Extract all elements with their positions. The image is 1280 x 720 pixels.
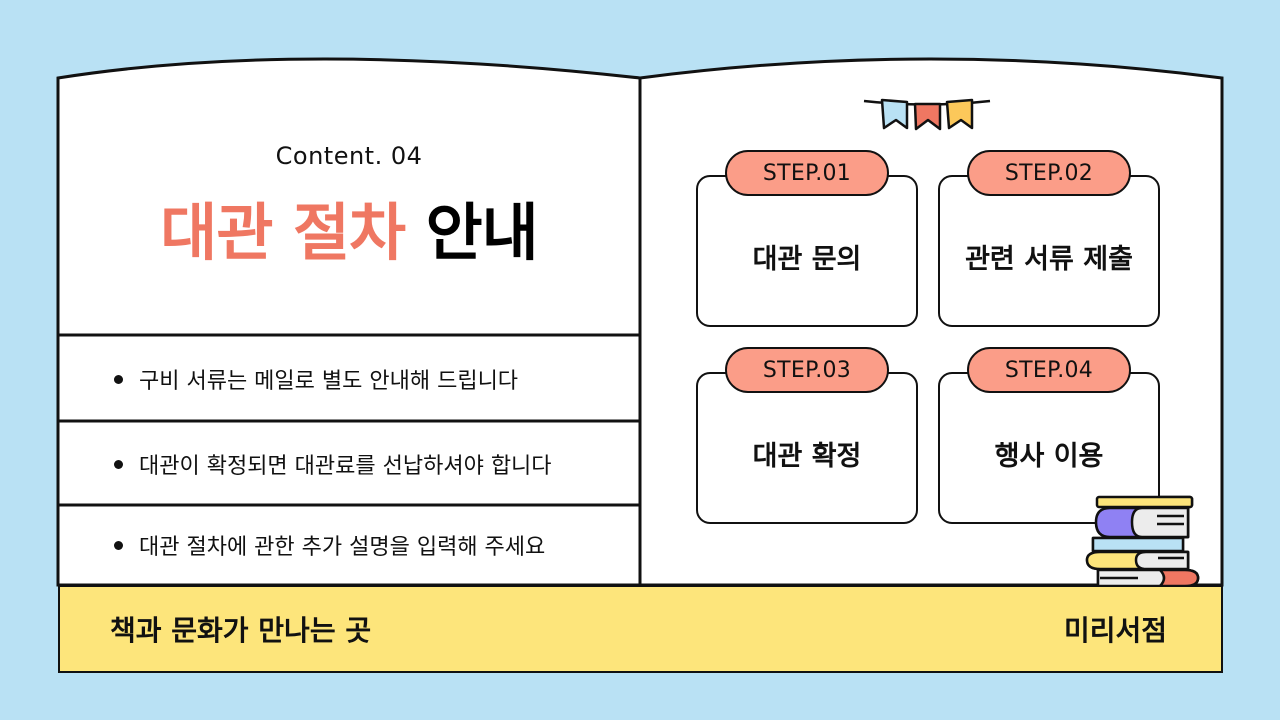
step-badge: STEP.03 [725, 347, 889, 393]
step-badge: STEP.04 [967, 347, 1131, 393]
step-text: 행사 이용 [994, 440, 1104, 472]
footer-bar: 책과 문화가 만나는 곳 미리서점 [58, 585, 1223, 673]
bullet-text: 대관이 확정되면 대관료를 선납하셔야 합니다 [139, 454, 552, 479]
step-card-2: 관련 서류 제출 [938, 175, 1160, 327]
bunting-flags-icon [863, 98, 991, 131]
bullet-icon [114, 540, 123, 550]
bullet-text: 구비 서류는 메일로 별도 안내해 드립니다 [139, 369, 519, 394]
step-text: 대관 문의 [752, 243, 862, 275]
content-label: Content. 04 [275, 142, 423, 170]
step-badge: STEP.02 [967, 150, 1131, 196]
step-card-4: 행사 이용 [938, 372, 1160, 524]
bullet-item: 대관 절차에 관한 추가 설명을 입력해 주세요 [58, 503, 640, 587]
footer-slogan: 책과 문화가 만나는 곳 [110, 614, 372, 647]
step-badge: STEP.01 [725, 150, 889, 196]
title-dark: 안내 [425, 196, 539, 269]
bullet-item: 구비 서류는 메일로 별도 안내해 드립니다 [58, 337, 640, 421]
step-text: 대관 확정 [752, 440, 862, 472]
left-page [56, 57, 642, 587]
title-accent: 대관 절차 [160, 196, 406, 269]
step-card-1: 대관 문의 [696, 175, 918, 327]
bullet-item: 대관이 확정되면 대관료를 선납하셔야 합니다 [58, 422, 640, 506]
book-stack-overlay [1085, 495, 1200, 588]
page-title: 대관 절차 안내 [58, 192, 640, 274]
bullet-icon [114, 459, 123, 469]
step-text: 관련 서류 제출 [965, 243, 1133, 275]
bullet-text: 대관 절차에 관한 추가 설명을 입력해 주세요 [139, 535, 546, 560]
footer-brand: 미리서점 [1063, 614, 1167, 647]
bullet-icon [114, 374, 123, 384]
step-card-3: 대관 확정 [696, 372, 918, 524]
